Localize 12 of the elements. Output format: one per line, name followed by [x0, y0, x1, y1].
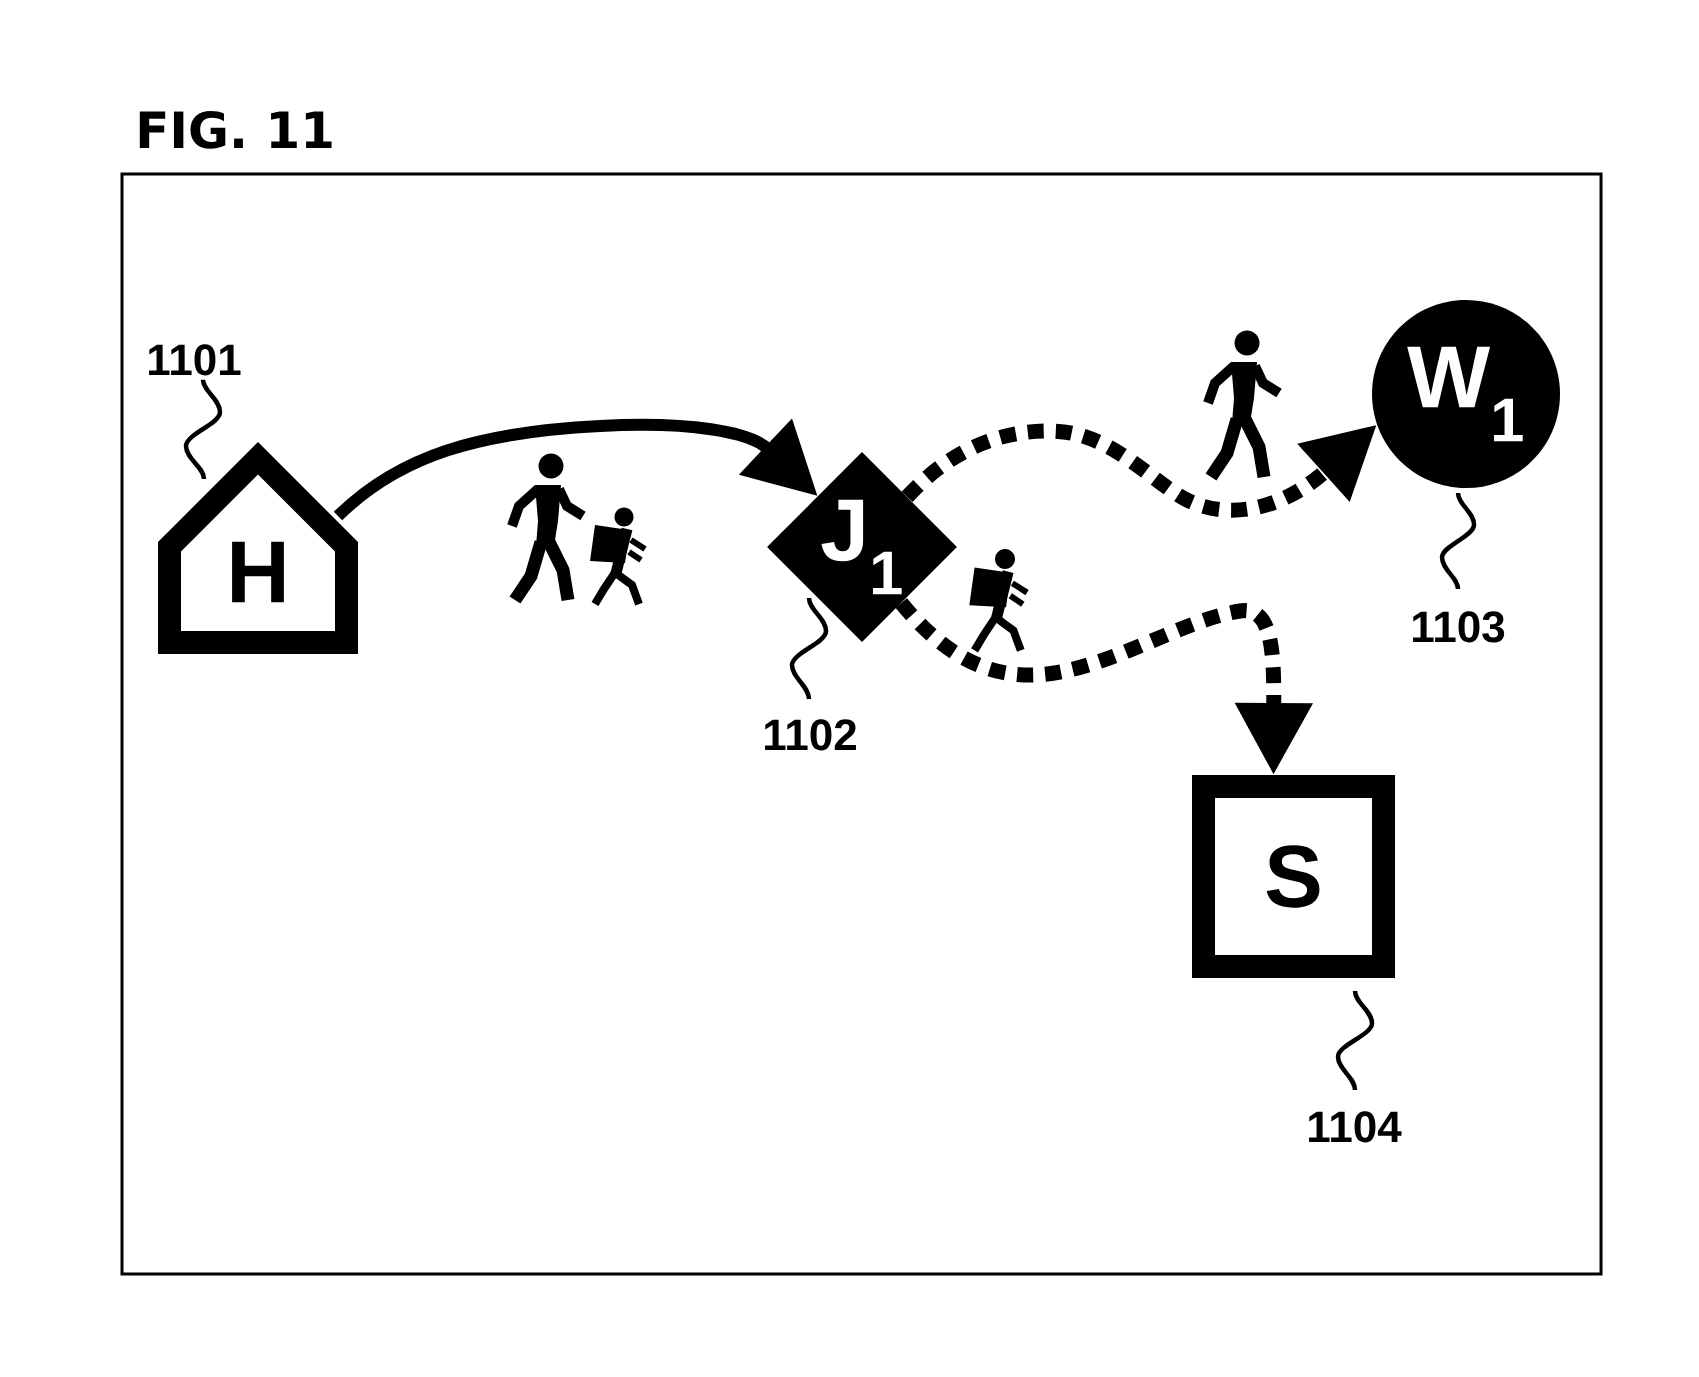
- circle-node: W$_{1}$: [1372, 300, 1560, 488]
- reference-numeral: 1104: [1309, 1111, 1402, 1143]
- leader-line: [1439, 492, 1477, 590]
- diamond-node: J$_{1}$: [767, 452, 957, 642]
- reference-numeral: 1102: [765, 719, 856, 751]
- leader-line: [789, 597, 829, 700]
- square-box: S: [1192, 775, 1395, 978]
- leader-line: [1335, 990, 1375, 1091]
- figure-title: FIG. 11: [139, 110, 332, 149]
- reference-numeral: 1101: [149, 344, 241, 376]
- reference-numeral: 1103: [1413, 611, 1505, 643]
- leader-line: [183, 379, 223, 480]
